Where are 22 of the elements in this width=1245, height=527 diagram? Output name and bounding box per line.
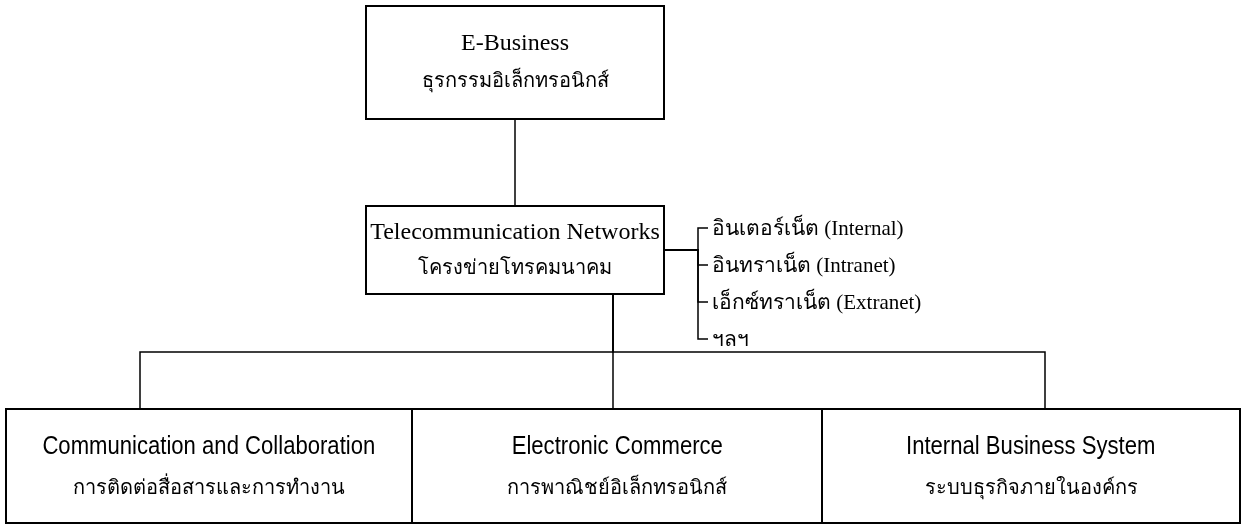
category-box: [411, 408, 823, 524]
category-box: [821, 408, 1241, 524]
network-type-label: เอ็กซ์ทราเน็ต (Extranet): [712, 290, 922, 314]
box-title: Telecommunication Networks: [370, 217, 660, 245]
network-type-label: ฯลฯ: [712, 327, 749, 351]
thai-subtitle: ระบบธุรกิจภายในองค์กร: [924, 474, 1138, 502]
network-type-label: อินทราเน็ต (Intranet): [712, 253, 896, 277]
connector-line: [664, 249, 709, 340]
category-box: [5, 408, 413, 524]
connector-line: [514, 119, 516, 206]
box-title: Internal Business System: [906, 429, 1156, 461]
box-title: E-Business: [461, 29, 569, 56]
thai-subtitle: การพาณิชย์อิเล็กทรอนิกส์: [507, 473, 727, 500]
box-title: Electronic Commerce: [511, 429, 723, 461]
thai-subtitle: โครงข่ายโทรคมนาคม: [418, 254, 612, 280]
category-box: [365, 5, 665, 120]
thai-subtitle: ธุรกรรมอิเล็กทรอนิกส์: [421, 66, 609, 95]
connector-line: [612, 294, 1046, 409]
network-type-label: อินเตอร์เน็ต (Internal): [712, 216, 904, 240]
category-box: [365, 205, 665, 295]
thai-subtitle: การติดต่อสื่อสารและการทำงาน: [73, 472, 345, 500]
box-title: Communication and Collaboration: [42, 429, 376, 461]
